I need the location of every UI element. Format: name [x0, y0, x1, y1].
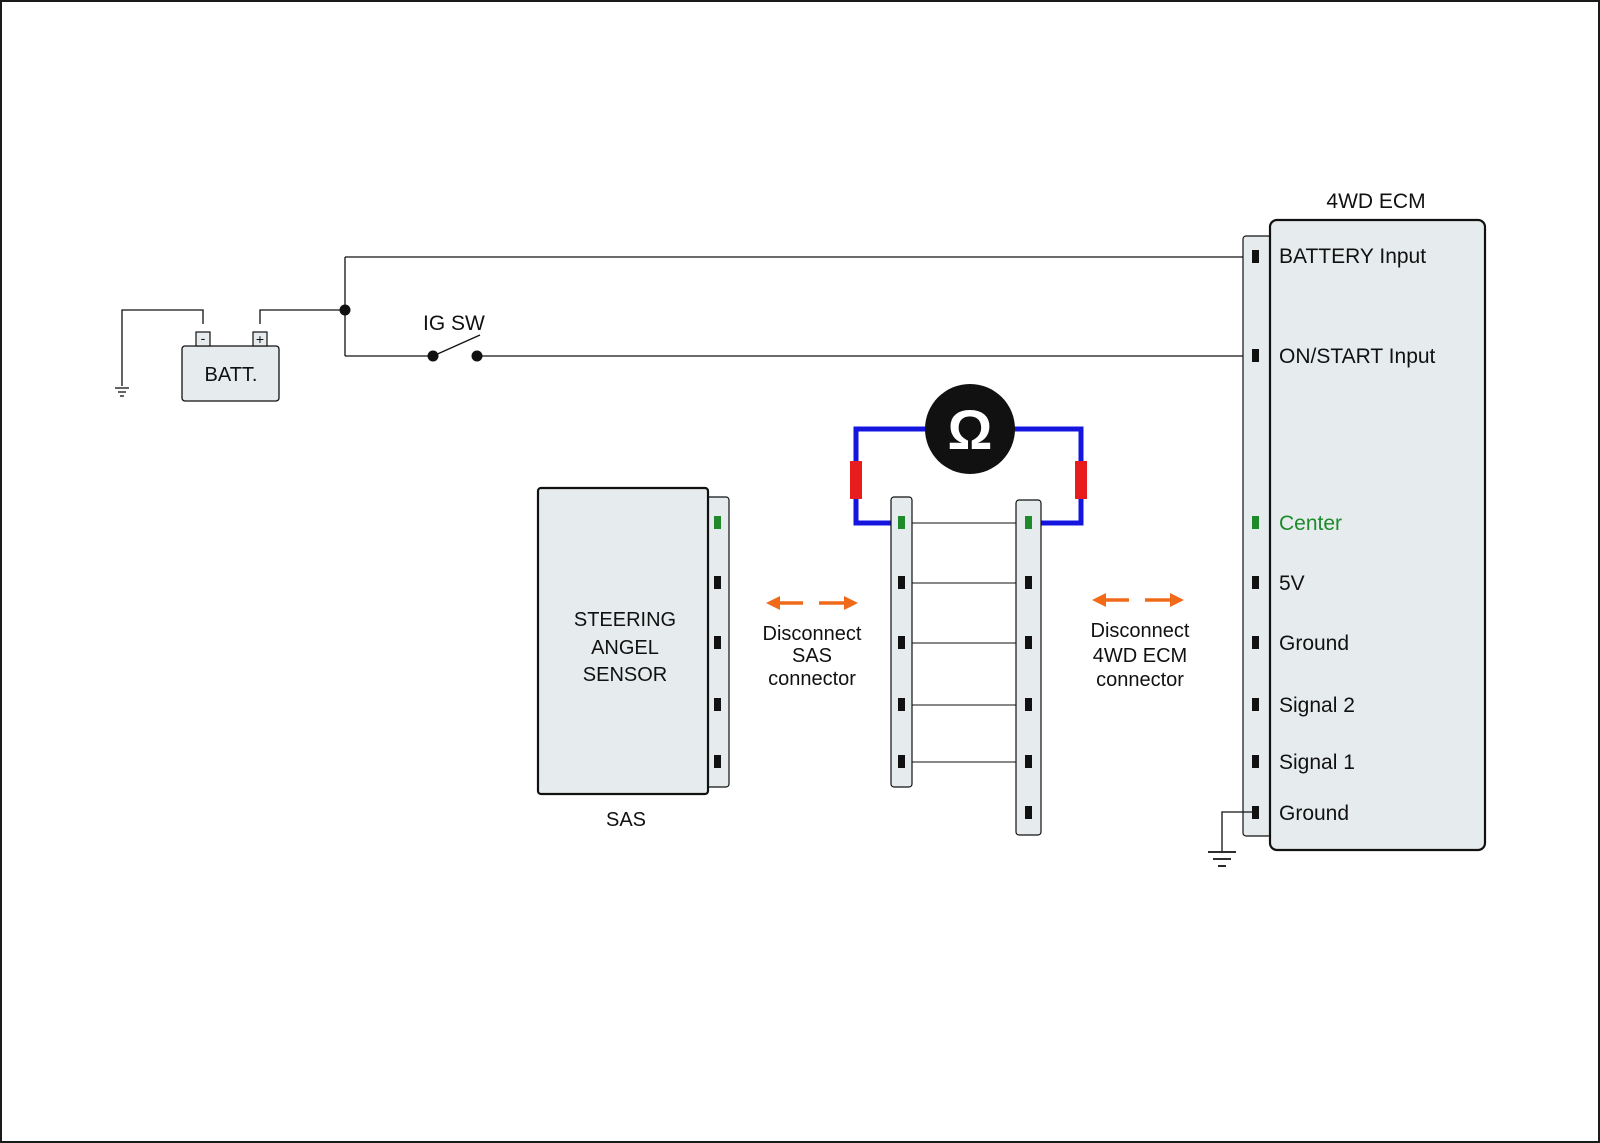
harness-ecm-pin	[1025, 755, 1032, 768]
ecm-pins	[1252, 250, 1259, 819]
battery-negative-sign: -	[201, 330, 206, 346]
battery-positive-sign: +	[256, 331, 264, 347]
harness-wires	[900, 522, 1026, 763]
harness-connector-ecm-side	[1015, 499, 1042, 836]
sas-pin-5v	[714, 576, 721, 589]
ig-switch-blade	[432, 334, 481, 357]
battery-positive-wire	[259, 309, 345, 324]
battery-label: BATT.	[205, 364, 258, 386]
ecm-pin-labels: BATTERY Input ON/START Input Center 5V G…	[1279, 245, 1436, 825]
ecm-pin-on-start-input	[1252, 349, 1259, 362]
harness-sas-pin	[898, 755, 905, 768]
battery: - + BATT.	[181, 330, 280, 402]
ecm-ground-wire	[1221, 811, 1252, 851]
ecm-ground-icon	[1208, 851, 1236, 867]
probe-right	[1075, 461, 1087, 499]
sas-body-line-3: SENSOR	[583, 664, 667, 686]
sas-disconnect-line-3: connector	[768, 668, 856, 690]
sas-pin-ground	[714, 636, 721, 649]
harness-ecm-pin	[1025, 576, 1032, 589]
supply-wires	[344, 256, 1256, 357]
ig-switch-label: IG SW	[423, 312, 485, 335]
ecm-disconnect-line-3: connector	[1096, 669, 1184, 691]
battery-negative-terminal	[195, 331, 211, 347]
ohmmeter: Ω	[925, 384, 1015, 474]
ecm-pin-ground-2	[1252, 806, 1259, 819]
harness-sas-pin-center	[898, 516, 905, 529]
harness-ecm-pin	[1025, 806, 1032, 819]
ecm-pin-label: ON/START Input	[1279, 345, 1436, 368]
ecm-pin-5v	[1252, 576, 1259, 589]
harness-ecm-pin	[1025, 698, 1032, 711]
sas-pin-signal-2	[714, 698, 721, 711]
sas-disconnect-line-1: Disconnect	[763, 623, 862, 645]
ecm-pin-label: Signal 2	[1279, 694, 1355, 717]
ecm-pin-label: Signal 1	[1279, 751, 1355, 774]
ecm-pin-label-center: Center	[1279, 512, 1342, 535]
battery-positive-terminal	[252, 331, 268, 347]
ecm-pin-battery-input	[1252, 250, 1259, 263]
ecm-pin-label: Ground	[1279, 632, 1349, 655]
ecm-pin-label: 5V	[1279, 572, 1305, 595]
ecm-disconnect-line-1: Disconnect	[1091, 620, 1190, 642]
sas-caption: SAS	[606, 809, 646, 831]
ecm-pin-ground	[1252, 636, 1259, 649]
harness-pins	[898, 516, 1032, 819]
probe-left	[850, 461, 862, 499]
ecm-disconnect-line-2: 4WD ECM	[1093, 645, 1187, 667]
ecm-pin-signal-2	[1252, 698, 1259, 711]
ecm-body	[1268, 218, 1487, 852]
ecm-pin-label: BATTERY Input	[1279, 245, 1426, 268]
battery-ground-icon	[115, 387, 129, 397]
harness-sas-pin	[898, 698, 905, 711]
ecm-title: 4WD ECM	[1326, 190, 1425, 213]
sas-disconnect-line-2: SAS	[792, 645, 832, 667]
harness-ecm-pin-center	[1025, 516, 1032, 529]
ig-switch-contact-left	[427, 350, 439, 362]
sas-body-line-1: STEERING	[574, 609, 676, 631]
harness-sas-pin	[898, 576, 905, 589]
sas-body-line-2: ANGEL	[591, 637, 659, 659]
sas-unit: STEERING ANGEL SENSOR SAS	[536, 486, 730, 831]
ohm-icon: Ω	[948, 398, 993, 461]
ig-switch-contact-right	[471, 350, 483, 362]
ecm-pin-label: Ground	[1279, 802, 1349, 825]
harness-sas-pin	[898, 636, 905, 649]
sas-body	[536, 486, 710, 796]
ecm-pin-center	[1252, 516, 1259, 529]
harness-ecm-pin	[1025, 636, 1032, 649]
ecm-pin-signal-1	[1252, 755, 1259, 768]
sas-pin-center	[714, 516, 721, 529]
junction-dot	[339, 304, 351, 316]
sas-pin-signal-1	[714, 755, 721, 768]
ecm-connector	[1242, 235, 1272, 837]
ecm-disconnect-arrows	[1092, 593, 1184, 607]
sas-disconnect-arrows	[766, 596, 858, 610]
battery-ground-wire	[121, 309, 204, 386]
